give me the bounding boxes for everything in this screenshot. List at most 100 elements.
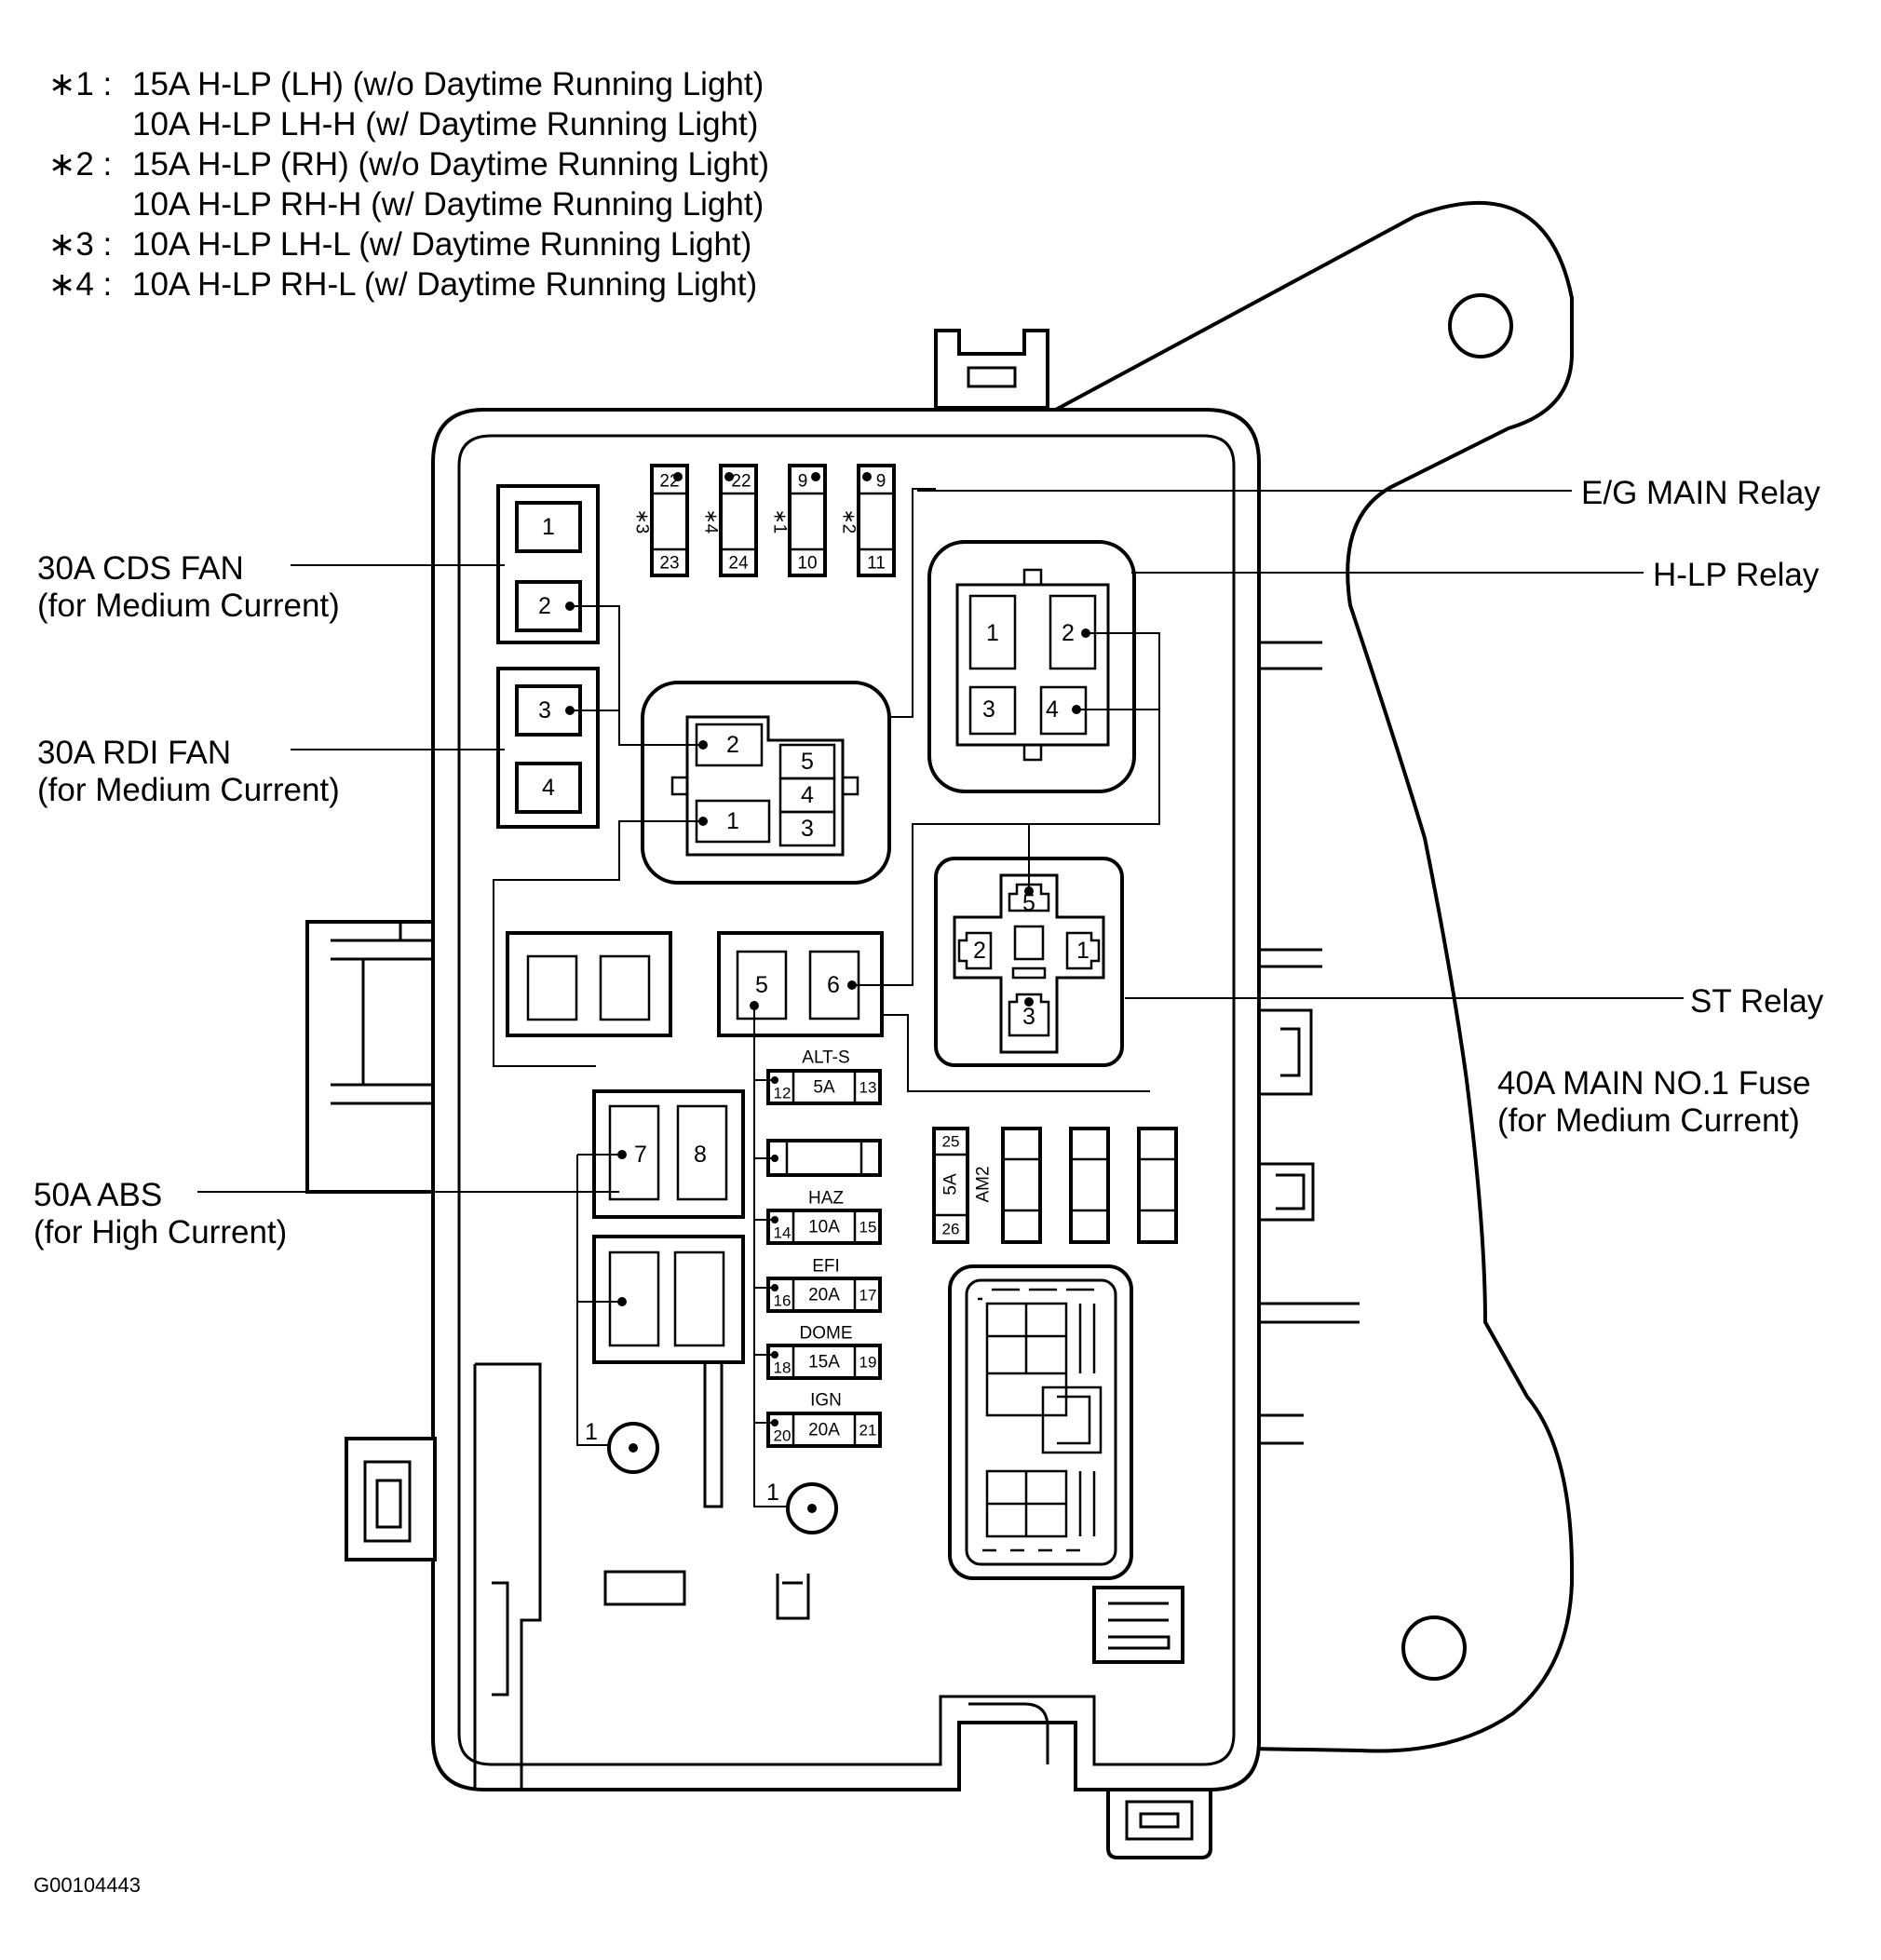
fuse-alt-s-pin-left: 12 — [774, 1085, 792, 1102]
am2-fuse[interactable]: 25 5A 26 AM2 — [932, 1127, 994, 1244]
mini-fuse-column: ALT-S 12 5A 13 HAZ 14 10A 15 EFI — [766, 1048, 882, 1448]
callout-hlp-relay: H-LP Relay — [1653, 557, 1820, 593]
fuse-dome-pin-left: 18 — [774, 1359, 792, 1377]
fuse-alt-s[interactable]: 12 5A 13 — [766, 1069, 882, 1105]
legend-mark-3: ∗3 : — [48, 226, 112, 263]
st-relay-pin-3: 3 — [1022, 1004, 1035, 1030]
spare-fuse-cavity — [506, 931, 672, 1037]
top-fuse-3-pin-top: 22 — [659, 472, 679, 492]
fuse-alt-s-pin-right: 13 — [859, 1079, 877, 1097]
hlp-relay-pin-4: 4 — [1046, 696, 1059, 723]
callout-rdi-fan-line-2: (for Medium Current) — [37, 772, 340, 808]
top-fuse-3-pin-bottom: 23 — [659, 554, 679, 574]
top-fuse-2-pin-bottom: 11 — [867, 554, 886, 574]
legend-mark-4: ∗4 : — [48, 266, 112, 303]
callout-st-relay: ST Relay — [1690, 983, 1824, 1020]
main-fuse-terminal-6: 6 — [827, 972, 840, 998]
fuse-haz-pin-right: 15 — [859, 1219, 877, 1237]
fuse-ign-name: IGN — [810, 1391, 842, 1411]
hlp-relay-pin-2: 2 — [1062, 620, 1075, 646]
fuse-dome-rating: 15A — [808, 1353, 840, 1372]
top-fuse-row: 22 23 ∗3 22 24 ∗4 9 10 ∗1 9 — [632, 464, 896, 577]
bottom-stud-left — [603, 1570, 686, 1606]
top-fuse-1[interactable]: 9 10 ∗1 — [770, 464, 827, 577]
fuse-haz[interactable]: 14 10A 15 — [766, 1209, 882, 1245]
rdi-terminal-3: 3 — [538, 697, 551, 723]
main-fuse-terminal-5: 5 — [755, 972, 768, 998]
cds-fan-fuse[interactable]: 1 2 — [496, 484, 600, 644]
lower-left-clip — [345, 1437, 437, 1561]
eg-relay-pin-5: 5 — [801, 749, 814, 775]
bracket-hole-bottom — [1401, 1615, 1467, 1681]
top-fuse-2-pin-top: 9 — [876, 472, 886, 492]
am2-pin-top: 25 — [942, 1133, 960, 1151]
ground-label-left: 1 — [585, 1419, 598, 1445]
top-fuse-4-pin-top: 22 — [731, 472, 751, 492]
top-fuse-1-mark: ∗1 — [770, 509, 790, 534]
figure-code: G00104443 — [34, 1873, 141, 1897]
abs-terminal-8: 8 — [694, 1142, 707, 1168]
legend-mark-2: ∗2 : — [48, 146, 112, 182]
top-fuse-2-mark: ∗2 — [839, 509, 859, 534]
fuse-efi[interactable]: 16 20A 17 — [766, 1277, 882, 1313]
am2-rating: 5A — [941, 1173, 961, 1196]
callout-abs-line-2: (for High Current) — [34, 1214, 287, 1250]
top-fuse-4-mark: ∗4 — [701, 509, 721, 534]
top-fuse-2[interactable]: 9 11 ∗2 — [839, 464, 896, 577]
right-side-tab — [1257, 1162, 1315, 1222]
top-fuse-3-mark: ∗3 — [632, 509, 652, 534]
fuse-alt-s-name: ALT-S — [802, 1048, 849, 1068]
hlp-relay-pin-1: 1 — [986, 620, 999, 646]
eg-relay-pin-2: 2 — [726, 732, 739, 758]
fuse-dome[interactable]: 18 15A 19 — [766, 1344, 882, 1380]
callout-leaders — [197, 490, 1684, 1193]
cds-terminal-1: 1 — [542, 514, 555, 540]
am2-pin-bottom: 26 — [942, 1221, 960, 1238]
callout-rdi-fan-line-1: 30A RDI FAN — [37, 735, 231, 771]
lower-large-fuse[interactable] — [592, 1235, 745, 1508]
callout-cds-fan-line-1: 30A CDS FAN — [37, 550, 244, 587]
connector-block — [948, 1264, 1133, 1580]
fuse-ign[interactable]: 20 20A 21 — [766, 1412, 882, 1448]
fuse-spare-blank[interactable] — [766, 1139, 882, 1177]
eg-main-relay[interactable]: 2 5 4 3 1 — [641, 681, 891, 885]
fuse-dome-name: DOME — [800, 1324, 853, 1344]
callout-cds-fan-line-2: (for Medium Current) — [37, 588, 340, 624]
st-relay-pin-5: 5 — [1022, 890, 1035, 916]
fuse-haz-name: HAZ — [808, 1189, 844, 1209]
top-fuse-1-pin-bottom: 10 — [797, 554, 817, 574]
top-fuse-1-pin-top: 9 — [798, 472, 808, 492]
fuse-ign-pin-left: 20 — [774, 1427, 792, 1445]
cds-terminal-2: 2 — [538, 593, 551, 619]
top-fuse-4[interactable]: 22 24 ∗4 — [701, 464, 758, 577]
callout-eg-main-relay: E/G MAIN Relay — [1581, 475, 1820, 511]
rdi-terminal-4: 4 — [542, 775, 555, 801]
fuse-haz-rating: 10A — [808, 1218, 840, 1237]
fuse-dome-pin-right: 19 — [859, 1354, 877, 1372]
legend-2-line-1: 15A H-LP (RH) (w/o Daytime Running Light… — [132, 146, 769, 182]
hlp-relay[interactable]: 1 2 3 4 — [927, 540, 1136, 793]
callouts: 30A CDS FAN (for Medium Current) 30A RDI… — [34, 475, 1824, 1250]
fuse-efi-name: EFI — [812, 1257, 840, 1277]
internal-wiring: 1 1 — [493, 488, 1160, 1534]
legend-mark-1: ∗1 : — [48, 66, 112, 102]
rdi-fan-fuse[interactable]: 3 4 — [496, 667, 600, 829]
callout-main-fuse-line-2: (for Medium Current) — [1497, 1102, 1800, 1139]
eg-relay-pin-1: 1 — [726, 808, 739, 834]
legend-1-line-2: 10A H-LP LH-H (w/ Daytime Running Light) — [132, 106, 758, 142]
top-fuse-3[interactable]: 22 23 ∗3 — [632, 464, 689, 577]
st-relay[interactable]: 5 2 1 3 — [934, 857, 1124, 1067]
legend-2-line-2: 10A H-LP RH-H (w/ Daytime Running Light) — [132, 186, 764, 223]
left-clip — [305, 920, 435, 1194]
am2-name: AM2 — [974, 1166, 994, 1202]
fuse-ign-pin-right: 21 — [859, 1422, 877, 1440]
legend-4-line-1: 10A H-LP RH-L (w/ Daytime Running Light) — [132, 266, 757, 303]
bracket-hole-top — [1448, 293, 1513, 358]
legend: ∗1 : 15A H-LP (LH) (w/o Daytime Running … — [48, 66, 769, 303]
bottom-right-block — [1092, 1586, 1184, 1664]
legend-1-line-1: 15A H-LP (LH) (w/o Daytime Running Light… — [132, 66, 764, 102]
top-fuse-4-pin-bottom: 24 — [728, 554, 749, 574]
hlp-relay-pin-3: 3 — [982, 696, 995, 723]
callout-abs-line-1: 50A ABS — [34, 1177, 162, 1213]
